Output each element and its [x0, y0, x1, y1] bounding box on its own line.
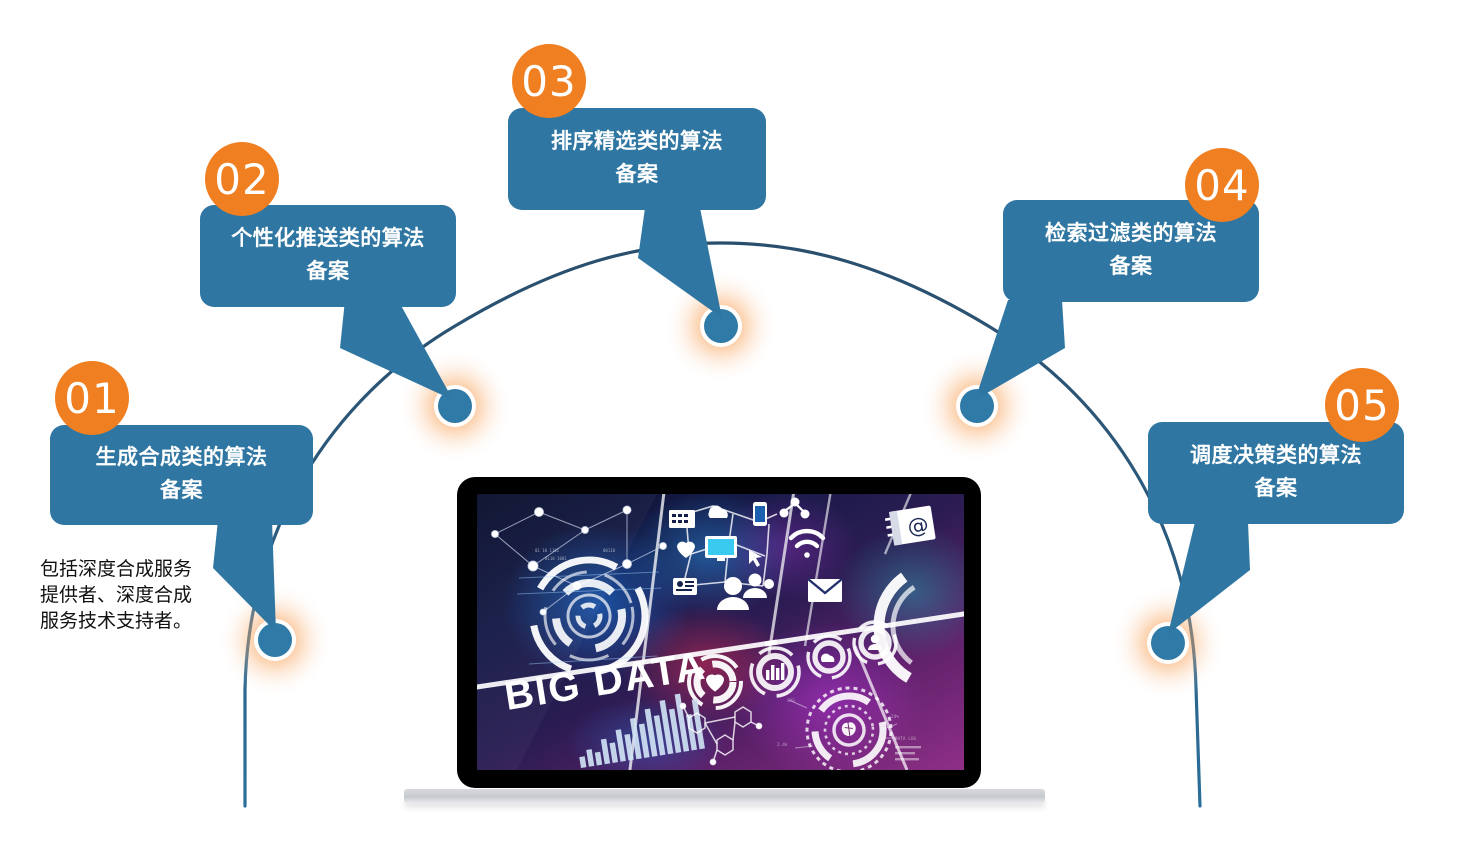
node-dot-4[interactable]	[960, 389, 994, 423]
laptop-base	[404, 789, 1045, 803]
callout-bubble-02[interactable]: 个性化推送类的算法 备案	[200, 205, 456, 307]
node-dot-3[interactable]	[704, 309, 738, 343]
callout-badge-01: 01	[55, 361, 129, 435]
screen-artwork: 01 10 1101 0110 1001 00110	[477, 494, 964, 770]
callout-line1-04: 检索过滤类的算法	[1045, 222, 1217, 246]
callout-badge-04: 04	[1185, 148, 1259, 222]
tail-4	[975, 300, 1065, 400]
callout-line2-04: 备案	[1109, 255, 1153, 278]
node-dot-5[interactable]	[1151, 626, 1185, 660]
laptop-screen: 01 10 1101 0110 1001 00110	[477, 494, 964, 770]
callout-badge-03: 03	[512, 44, 586, 118]
callout-line1-02: 个性化推送类的算法	[231, 227, 425, 251]
svg-text:01 10 1101: 01 10 1101	[535, 548, 560, 553]
callout-line2-05: 备案	[1254, 477, 1298, 500]
node-dot-2[interactable]	[438, 389, 472, 423]
node-dot-1[interactable]	[258, 623, 292, 657]
callout-bubble-03[interactable]: 排序精选类的算法 备案	[508, 108, 766, 210]
callout-line2-02: 备案	[306, 260, 350, 283]
svg-text:00110: 00110	[603, 548, 616, 553]
callout-description-01: 包括深度合成服务提供者、深度合成服务技术支持者。	[40, 558, 193, 633]
tail-1	[213, 520, 276, 632]
tail-2	[340, 300, 453, 400]
tail-5	[1168, 522, 1250, 634]
callout-line1-01: 生成合成类的算法	[95, 446, 268, 470]
callout-line2-01: 备案	[160, 479, 203, 502]
arc-path	[243, 241, 1202, 808]
svg-text:24%: 24%	[891, 714, 899, 720]
svg-text:DATA LOG: DATA LOG	[895, 736, 917, 742]
svg-text:0110 1001: 0110 1001	[545, 556, 567, 561]
tail-3	[638, 208, 722, 318]
laptop-base-shadow	[404, 800, 1045, 808]
callout-line1-05: 调度决策类的算法	[1190, 444, 1362, 468]
callout-line1-03: 排序精选类的算法	[551, 130, 723, 154]
svg-text:@: @	[906, 512, 930, 539]
svg-text:SYS: SYS	[787, 698, 795, 704]
callout-bubble-01[interactable]: 生成合成类的算法 备案	[50, 425, 313, 525]
svg-text:2.4k: 2.4k	[777, 742, 788, 748]
callout-badge-02: 02	[205, 142, 279, 216]
callout-badge-05: 05	[1325, 368, 1399, 442]
callout-line2-03: 备案	[615, 163, 659, 186]
